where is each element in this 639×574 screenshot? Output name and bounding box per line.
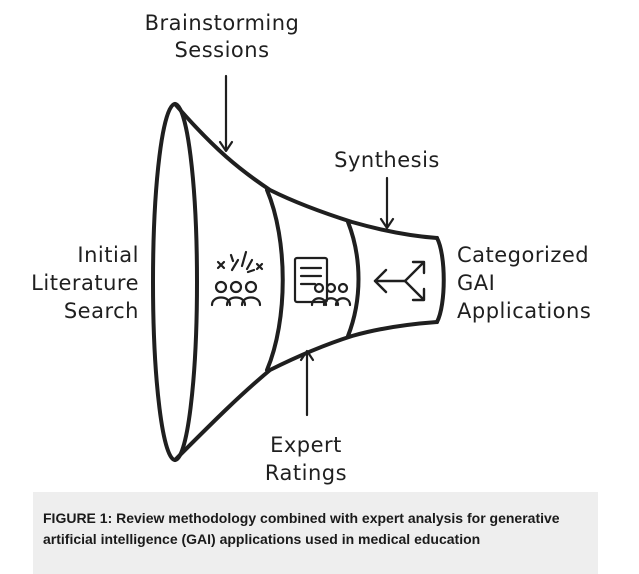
- expert-ratings-label: Expert Ratings: [265, 433, 347, 485]
- expert-ratings-arrow: [299, 349, 315, 417]
- figure-caption: FIGURE 1: Review methodology combined wi…: [33, 492, 598, 574]
- brainstorming-label: Brainstorming Sessions: [145, 11, 300, 62]
- initial-label-line3: Search: [64, 299, 139, 323]
- initial-search-label: Initial Literature Search: [31, 243, 139, 323]
- initial-label-line2: Literature: [31, 271, 139, 295]
- categorized-label: Categorized GAI Applications: [457, 243, 591, 323]
- categorized-label-line1: Categorized: [457, 243, 589, 267]
- funnel-diagram: Brainstorming Sessions Initial Literatur…: [31, 11, 591, 485]
- document-group-icon: [293, 256, 352, 307]
- categorized-label-line2: GAI: [457, 271, 495, 295]
- brainstorm-group-icon: [210, 250, 264, 307]
- brainstorming-arrow: [218, 74, 234, 153]
- brainstorming-label-line2: Sessions: [174, 38, 269, 62]
- caption-text: FIGURE 1: Review methodology combined wi…: [43, 510, 560, 547]
- expand-arrows-icon: [373, 260, 426, 302]
- brainstorming-label-line1: Brainstorming: [145, 11, 300, 35]
- categorized-label-line3: Applications: [457, 299, 591, 323]
- synthesis-label: Synthesis: [334, 148, 440, 172]
- synthesis-arrow: [379, 176, 395, 230]
- funnel-shape: [151, 102, 446, 462]
- expert-label-line2: Ratings: [265, 461, 347, 485]
- initial-label-line1: Initial: [77, 243, 139, 267]
- expert-label-line1: Expert: [270, 433, 342, 457]
